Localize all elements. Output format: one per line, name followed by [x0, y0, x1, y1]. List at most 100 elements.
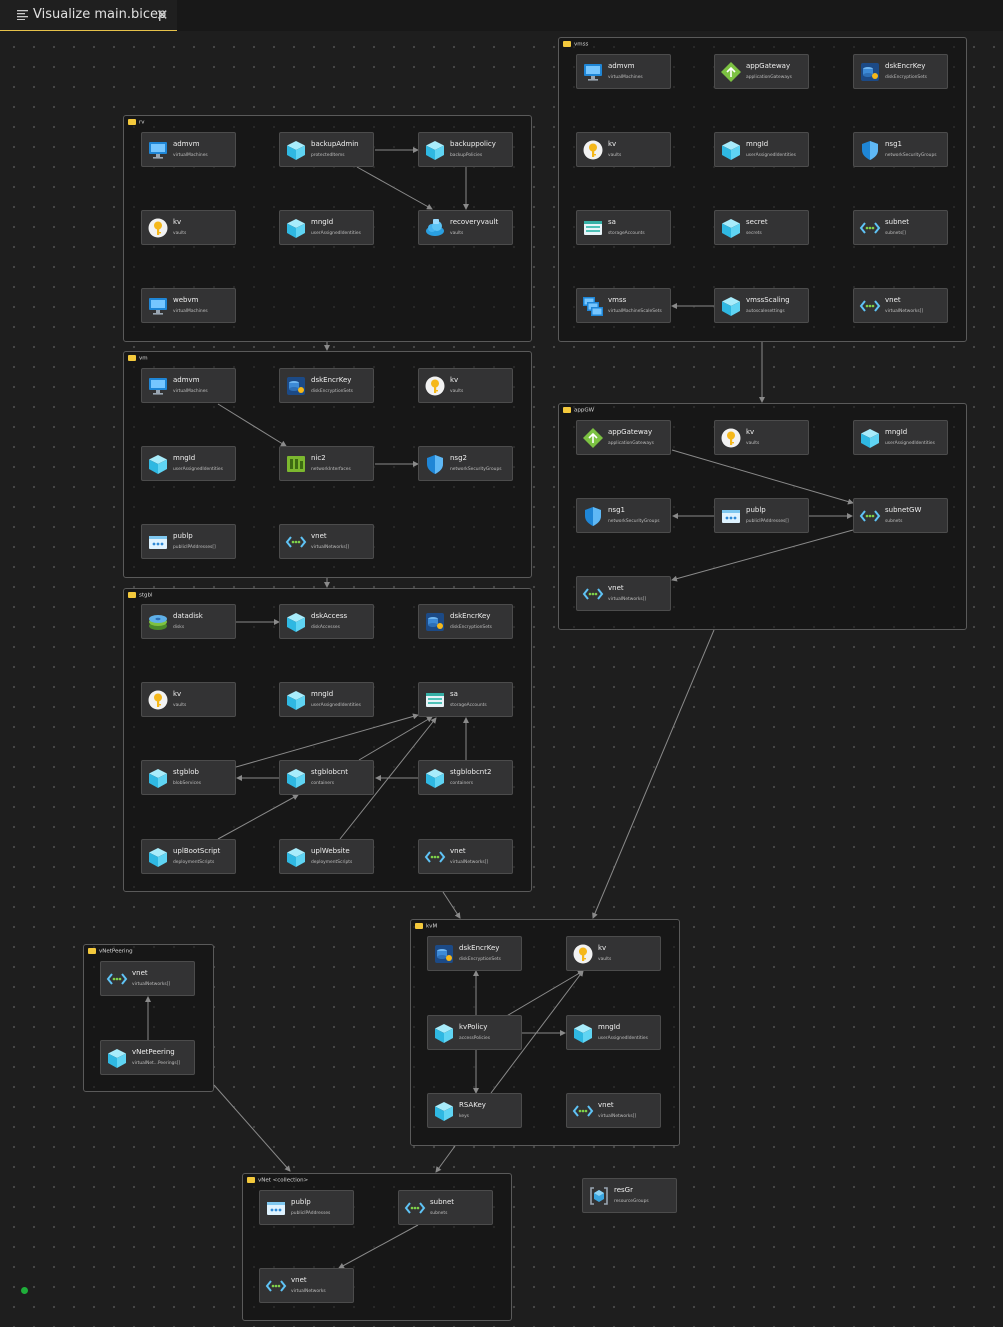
cube-icon [149, 455, 167, 474]
group-label: appGW [574, 407, 595, 414]
edge [671, 449, 854, 505]
edge [592, 629, 715, 919]
node-name: dskEncrKey [885, 62, 926, 70]
node-type: userAssignedIdentities [598, 1036, 648, 1041]
diskenc-icon [287, 377, 305, 395]
cube-icon [722, 297, 740, 316]
cube-icon [149, 848, 167, 867]
close-icon[interactable]: ✕ [156, 6, 169, 24]
node-name: nsg2 [450, 454, 467, 462]
node-name: mngId [311, 690, 334, 698]
edge [504, 970, 584, 1018]
node-name: webvm [173, 296, 199, 304]
edge [217, 403, 287, 447]
node-type: autoscalesettings [746, 309, 785, 314]
node-name: publp [746, 506, 766, 514]
node-type: virtualNetworks[] [311, 545, 350, 550]
key-icon [721, 428, 741, 448]
node-type: virtualNetworks[] [885, 309, 924, 314]
node-name: resGr [614, 1186, 633, 1194]
edge [338, 1224, 419, 1269]
editor-tab-bar: Visualize main.bicep ✕ [0, 0, 1003, 31]
node-name: dskEncrKey [459, 944, 500, 952]
node-name: admvm [173, 140, 200, 148]
nic-icon [287, 456, 305, 472]
node-type: deploymentScripts [311, 860, 353, 865]
node-type: keys [459, 1114, 469, 1119]
cube-icon [574, 1024, 592, 1043]
node-name: datadisk [173, 612, 203, 620]
cube-icon [435, 1102, 453, 1121]
pip-icon [722, 510, 740, 523]
edge [339, 717, 437, 840]
tab-visualize-main-bicep[interactable]: Visualize main.bicep ✕ [0, 0, 177, 31]
node-name: kv [608, 140, 617, 148]
key-icon [583, 140, 603, 160]
node-type: vaults [173, 703, 187, 708]
node-type: virtualNetworks [291, 1289, 326, 1294]
node-type: subnets [430, 1211, 448, 1216]
node-type: vaults [746, 441, 760, 446]
node-type: vaults [173, 231, 187, 236]
diskenc-icon [426, 613, 444, 631]
